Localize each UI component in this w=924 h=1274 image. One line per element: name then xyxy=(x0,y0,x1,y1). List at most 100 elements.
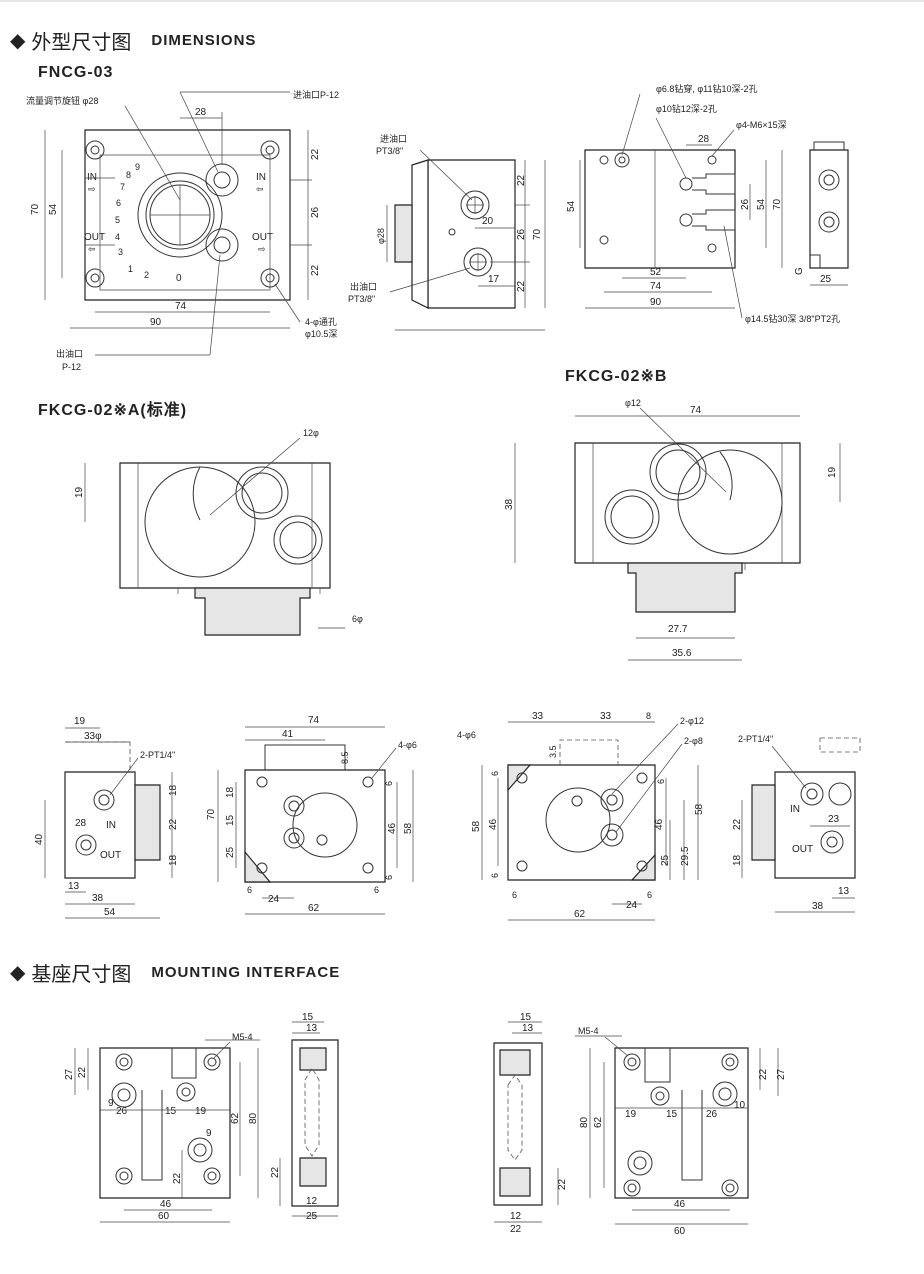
dim-label: 6 xyxy=(247,885,252,895)
dim-label: 28 xyxy=(195,107,207,118)
dim-label: 60 xyxy=(674,1226,686,1237)
side-inlet-label: 进油口 xyxy=(380,133,407,144)
dim-label: φ28 xyxy=(376,228,386,244)
fncg-out-label: OUT xyxy=(84,232,105,243)
dim-label: 62 xyxy=(230,1112,241,1124)
dim-label: 46 xyxy=(488,818,499,830)
bottom-view-1: 2-PT1/4" 19 33φ 40 28 IN OUT 18 22 18 13… xyxy=(34,716,179,919)
model-fncg: FNCG-03 xyxy=(38,64,114,81)
svg-text:6: 6 xyxy=(116,198,121,208)
mounting-right-side: 15 13 22 12 22 xyxy=(493,1012,568,1235)
dim-label: 33 xyxy=(532,711,544,722)
dim-label: 80 xyxy=(248,1112,259,1124)
end-g-label: G xyxy=(794,267,805,275)
svg-text:⇦: ⇦ xyxy=(88,244,96,254)
dim-label: 22 xyxy=(310,148,321,160)
dim-label: 15 xyxy=(520,1012,532,1023)
dim-label: 19 xyxy=(74,486,85,498)
dim-label: 25 xyxy=(820,274,832,285)
dim-label: 54 xyxy=(104,907,116,918)
dim-label: 33φ xyxy=(84,731,102,742)
dim-label: 27 xyxy=(776,1068,787,1080)
dim-label: 38 xyxy=(812,901,824,912)
svg-text:5: 5 xyxy=(115,215,120,225)
section-title-en: MOUNTING INTERFACE xyxy=(151,964,341,981)
dim-label: 58 xyxy=(694,803,705,815)
dim-label: 80 xyxy=(579,1116,590,1128)
fncg-in-label-right: IN xyxy=(256,172,266,183)
dim-label: 58 xyxy=(403,822,414,834)
dim-label: 6 xyxy=(384,875,394,880)
dim-label: 74 xyxy=(175,301,187,312)
fncg-side-view: 进油口 PT3/8" 出油口 PT3/8" 22 26 22 20 17 70 … xyxy=(348,133,546,331)
fncg-outlet-label2: P-12 xyxy=(62,362,81,372)
dim-label: 38 xyxy=(92,893,104,904)
dim-label: 2-φ8 xyxy=(684,736,703,746)
svg-text:0: 0 xyxy=(176,273,182,284)
dim-label: 26 xyxy=(706,1109,718,1120)
bv1-out-label: OUT xyxy=(100,850,121,861)
dim-label: 90 xyxy=(650,297,662,308)
dim-label: 22 xyxy=(310,264,321,276)
dim-label: 70 xyxy=(30,203,41,215)
dim-label: 62 xyxy=(593,1116,604,1128)
dim-label: 19 xyxy=(74,716,86,727)
dim-label: 6 xyxy=(490,771,500,776)
dim-label: 90 xyxy=(150,317,162,328)
dim-label: 8.5 xyxy=(340,751,350,764)
dim-label: 58 xyxy=(471,820,482,832)
rear-label-3: φ4-M6×15深 xyxy=(736,120,787,130)
dim-label: 18 xyxy=(168,854,179,866)
dim-label: M5-4 xyxy=(578,1026,599,1036)
dim-label: 22 xyxy=(510,1224,522,1235)
dim-label: 22 xyxy=(77,1066,88,1078)
dim-label: 8 xyxy=(646,711,651,721)
dim-label: 12φ xyxy=(303,428,319,438)
dim-label: 22 xyxy=(516,174,527,186)
dim-label: 41 xyxy=(282,729,294,740)
dim-label: 13 xyxy=(838,886,850,897)
dim-label: 19 xyxy=(195,1106,207,1117)
dim-label: 24 xyxy=(268,894,280,905)
dim-label: 70 xyxy=(206,808,217,820)
dim-label: 6 xyxy=(647,890,652,900)
fncg-in-label: IN xyxy=(87,172,97,183)
dim-label: φ12 xyxy=(625,398,641,408)
dim-label: 18 xyxy=(732,854,743,866)
dim-label: 13 xyxy=(68,881,80,892)
fkcg-a-view: 12φ 19 6φ xyxy=(74,428,363,636)
fncg-rear-view: φ6.8钻穿, φ11钻10深-2孔 φ10钻12深-2孔 φ4-M6×15深 … xyxy=(566,83,840,324)
dim-label: 22 xyxy=(172,1172,183,1184)
svg-text:⇦: ⇦ xyxy=(256,184,264,194)
dim-label: 17 xyxy=(488,274,500,285)
svg-text:⇨: ⇨ xyxy=(88,184,96,194)
dim-label: 12 xyxy=(306,1196,318,1207)
model-fkcg-a: FKCG-02※A(标准) xyxy=(38,402,188,419)
dim-label: 2-φ12 xyxy=(680,716,704,726)
fncg-outlet-label: 出油口 xyxy=(56,348,83,359)
dim-label: 26 xyxy=(310,206,321,218)
dim-label: 18 xyxy=(225,786,236,798)
rear-label-1: φ6.8钻穿, φ11钻10深-2孔 xyxy=(656,83,758,94)
rear-label-2: φ10钻12深-2孔 xyxy=(656,103,717,114)
dim-label: 20 xyxy=(482,216,494,227)
dim-label: 22 xyxy=(758,1068,769,1080)
dim-label: 13 xyxy=(306,1023,318,1034)
dim-label: 9 xyxy=(206,1128,212,1139)
svg-text:9: 9 xyxy=(135,162,140,172)
bottom-view-4: 2-PT1/4" IN OUT 23 22 18 13 38 xyxy=(732,734,861,913)
dim-label: 35.6 xyxy=(672,648,692,659)
mounting-left-side: 15 13 22 12 25 xyxy=(270,1012,339,1222)
dim-label: 19 xyxy=(827,466,838,478)
dim-label: 22 xyxy=(516,280,527,292)
dim-label: 15 xyxy=(225,814,236,826)
dim-label: 6 xyxy=(656,779,666,784)
svg-text:7: 7 xyxy=(120,182,125,192)
dim-label: 46 xyxy=(654,818,665,830)
section-title-en: DIMENSIONS xyxy=(151,32,257,49)
dim-label: 22 xyxy=(732,818,743,830)
fncg-front-view: 134 567 892 0 IN OUT IN OUT ⇨⇦ ⇦⇨ 28 70 … xyxy=(26,89,339,372)
svg-text:4: 4 xyxy=(115,232,120,242)
dim-label: 26 xyxy=(516,228,527,240)
section-title-mounting: ◆ 基座尺寸图 MOUNTING INTERFACE xyxy=(10,958,340,987)
